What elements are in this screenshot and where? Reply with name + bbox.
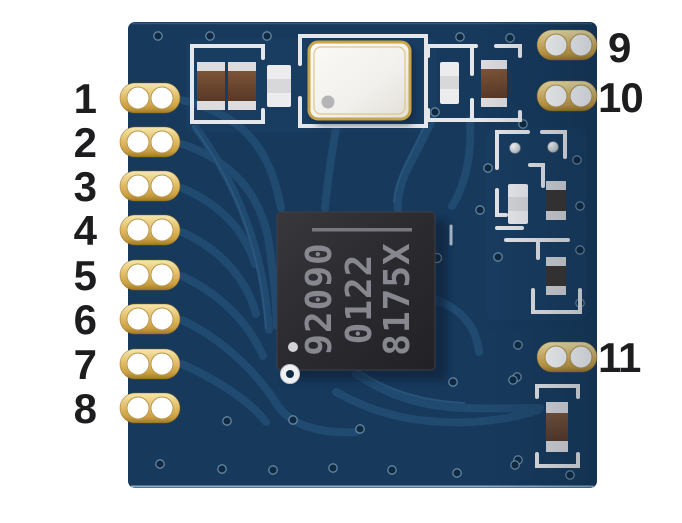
pin-label-11: 11 — [598, 334, 641, 381]
pin-labels: 1 2 3 4 5 6 7 8 9 10 11 — [74, 24, 644, 432]
pin-label-8: 8 — [74, 385, 97, 432]
pin-label-6: 6 — [74, 296, 96, 343]
pin-label-4: 4 — [74, 207, 98, 254]
pin-label-1: 1 — [74, 75, 97, 122]
pin-label-5: 5 — [74, 252, 97, 299]
pcb-module-board: 92090 0122 8175X — [119, 22, 598, 488]
pin-label-3: 3 — [74, 163, 96, 210]
pin-label-7: 7 — [74, 341, 96, 388]
board-shading-overlay — [128, 22, 597, 488]
pin-label-9: 9 — [608, 24, 630, 71]
pin-label-10: 10 — [598, 74, 643, 121]
pin-label-2: 2 — [74, 119, 96, 166]
